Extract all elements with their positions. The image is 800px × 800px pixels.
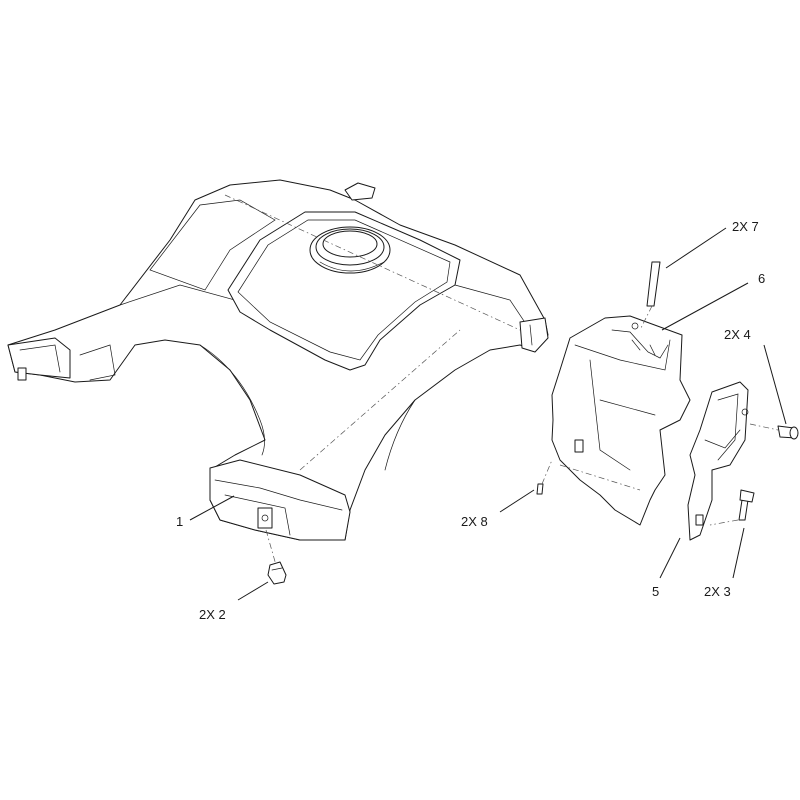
leader-2 [237, 581, 269, 601]
callout-3: 2X 3 [704, 584, 731, 599]
part-6-shield [551, 315, 691, 526]
part-3-bolt [709, 489, 755, 526]
part-8-pin [536, 459, 553, 495]
callout-8: 2X 8 [461, 514, 488, 529]
leader-lines [189, 227, 787, 601]
leader-3 [732, 527, 745, 579]
leader-5 [659, 537, 681, 579]
leader-4 [763, 344, 787, 425]
callout-2: 2X 2 [199, 607, 226, 622]
leader-6 [661, 282, 749, 331]
callout-7: 2X 7 [732, 219, 759, 234]
leader-8 [499, 489, 535, 513]
callout-1: 1 [176, 514, 183, 529]
part-4-bolt [749, 423, 799, 440]
part-1-body-shroud [7, 179, 549, 541]
part-2-clip-nut [265, 529, 287, 585]
callout-5: 5 [652, 584, 659, 599]
callout-6: 6 [758, 271, 765, 286]
callout-labels: 1 2X 2 2X 3 2X 4 5 6 2X 7 2X 8 [176, 219, 765, 622]
part-5-side-bracket [687, 381, 749, 541]
part-7-pin [639, 261, 661, 331]
callout-4: 2X 4 [724, 327, 751, 342]
leader-1 [189, 495, 235, 521]
leader-7 [665, 227, 727, 269]
